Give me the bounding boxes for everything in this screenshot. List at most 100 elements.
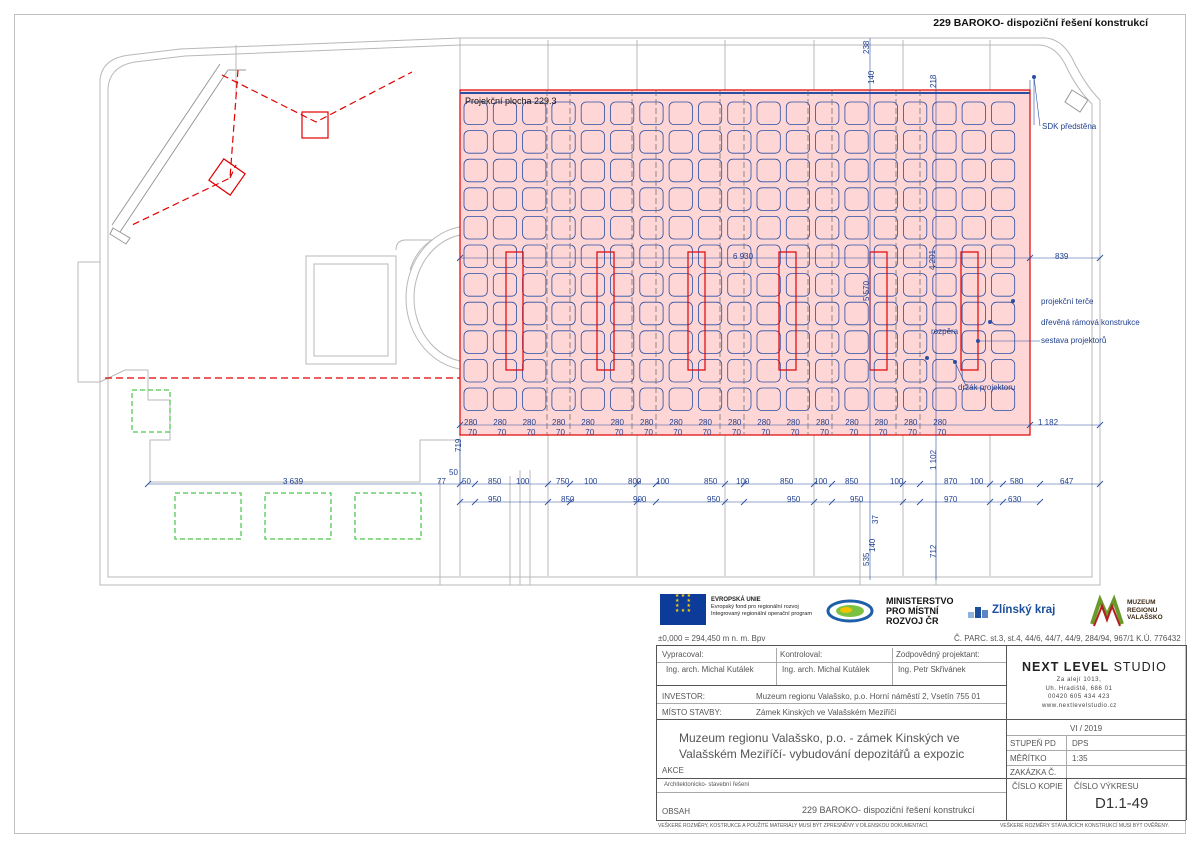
target-cell [698, 273, 723, 297]
dim-5570: 5 570 [862, 280, 871, 301]
project-name-line1: Muzeum regionu Valašsko, p.o. - zámek Ki… [679, 731, 960, 745]
target-cell [463, 101, 488, 126]
date: VI / 2019 [1070, 724, 1103, 733]
target-cell [932, 215, 957, 240]
designer-value: Ing. Petr Skřivánek [898, 665, 966, 674]
target-cell [727, 244, 752, 269]
projection-area [459, 89, 1031, 436]
target-cell [492, 101, 517, 126]
grid-dim-70: 70 [497, 428, 507, 437]
target-cell [815, 301, 840, 326]
target-cell [580, 387, 605, 412]
target-cell [873, 187, 898, 211]
callout-frame: dřevěná rámová konstrukce [1041, 318, 1140, 327]
target-cell [756, 101, 781, 126]
action-label: AKCE [662, 766, 684, 775]
target-cell [844, 101, 869, 126]
target-cell [610, 273, 635, 297]
target-cell [844, 158, 869, 183]
copy-label: ČÍSLO KOPIE [1012, 782, 1063, 791]
target-cell [991, 130, 1016, 154]
target-cell [463, 187, 488, 211]
target-cell [756, 187, 781, 211]
target-cell [580, 273, 605, 297]
target-cell [844, 301, 869, 326]
target-cell [668, 301, 693, 326]
target-cell [698, 158, 723, 183]
target-cell [639, 187, 664, 211]
target-cell [492, 215, 517, 240]
target-cell [727, 215, 752, 240]
target-cell [991, 330, 1016, 354]
target-cell [903, 101, 928, 126]
target-cell [815, 244, 840, 269]
target-cell [522, 215, 547, 240]
target-cell [551, 301, 576, 326]
target-cell [991, 358, 1016, 383]
target-cell [991, 244, 1016, 269]
target-cell [873, 215, 898, 240]
target-cell [463, 301, 488, 326]
target-cell [815, 387, 840, 412]
studio-addr2: Uh. Hradiště, 686 01 [1045, 685, 1113, 692]
projection-beams [105, 69, 460, 379]
target-cell [932, 330, 957, 354]
target-cell [961, 358, 986, 383]
target-cell [610, 215, 635, 240]
target-cell [815, 130, 840, 154]
target-cell [668, 158, 693, 183]
target-cell [815, 187, 840, 211]
target-cell [815, 101, 840, 126]
grid-dim-70: 70 [790, 428, 800, 437]
dim-top-12: 870 [944, 477, 958, 486]
target-cell [698, 387, 723, 412]
target-cell [756, 273, 781, 297]
target-cell [785, 158, 810, 183]
target-cell [903, 330, 928, 354]
target-cell [961, 330, 986, 354]
target-cell [698, 187, 723, 211]
target-cell [903, 358, 928, 383]
target-cell [873, 301, 898, 326]
investor-value: Muzeum regionu Valašsko, p.o. Horní námě… [756, 692, 981, 701]
target-cell [903, 301, 928, 326]
target-cell [639, 130, 664, 154]
target-cell [639, 101, 664, 126]
target-cell [961, 187, 986, 211]
dim-647: 647 [1060, 477, 1074, 486]
target-cell [551, 158, 576, 183]
eu-line2: Integrovaný regionální operační program [711, 611, 813, 617]
target-cell [639, 244, 664, 269]
checked-value: Ing. arch. Michal Kutálek [782, 665, 870, 674]
discipline: Architektonicko- stavební řešení [664, 782, 750, 788]
dim-bottom-6: 970 [944, 495, 958, 504]
studio-name-a: NEXT LEVEL [1022, 660, 1110, 674]
dim-719: 719 [454, 438, 463, 452]
drawing-frame [14, 14, 1186, 834]
target-cell [580, 301, 605, 326]
footnote-right: VEŠKERÉ ROZMĚRY STÁVAJÍCÍCH KONSTRUKCÍ M… [1000, 823, 1170, 829]
target-cell [932, 301, 957, 326]
target-cell [698, 215, 723, 240]
grid-dim-70: 70 [908, 428, 917, 437]
grid-dim-280: 280 [816, 418, 830, 427]
dim-bottom-2: 900 [633, 495, 647, 504]
dim-50b: 50 [462, 477, 471, 486]
grid-dim-70: 70 [878, 428, 888, 437]
target-cell [932, 187, 957, 211]
grid-dim-280: 280 [493, 418, 507, 427]
target-cell [932, 273, 957, 297]
eu-line1: Evropský fond pro regionální rozvoj [711, 604, 799, 610]
dim-4201: 4 201 [928, 249, 937, 270]
target-cell [756, 358, 781, 383]
target-cell [610, 158, 635, 183]
target-cell [551, 273, 576, 297]
target-cell [463, 387, 488, 412]
target-cell [756, 130, 781, 154]
target-cell [463, 330, 488, 354]
checked-label: Kontroloval: [780, 650, 823, 659]
target-cell [580, 358, 605, 383]
target-cell [991, 273, 1016, 297]
target-cell [991, 215, 1016, 240]
dim-top-7: 100 [736, 477, 750, 486]
